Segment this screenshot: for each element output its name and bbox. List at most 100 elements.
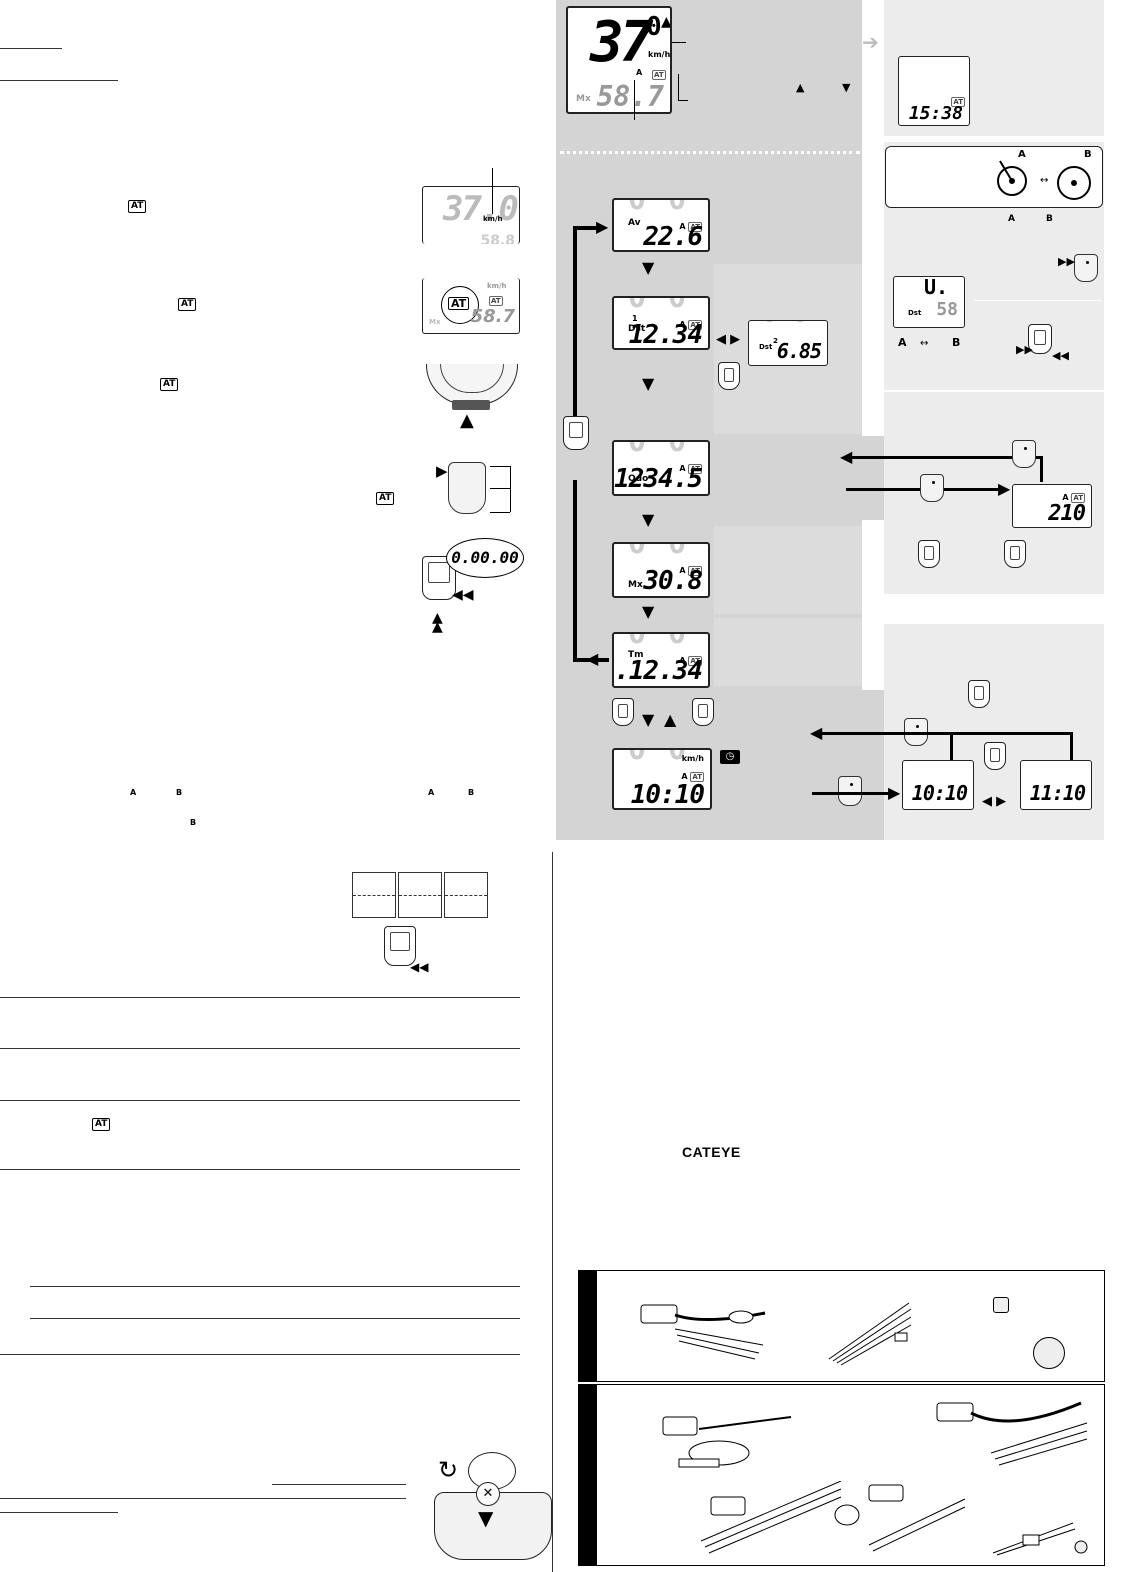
callout-line (678, 100, 688, 101)
arrow-left-right-icon: ◀ ▶ (716, 332, 741, 347)
auto-mode-badge: AT (652, 70, 666, 80)
clock-symbol-icon: ◷ (720, 750, 740, 764)
mode-value: 12.34 (628, 320, 703, 350)
mode-screen-dst: 0 0 1 Dst A AT 12.34 (612, 296, 710, 350)
wheel-switch-box: ↔ A B (885, 146, 1103, 208)
wheel-b-label: B (1084, 149, 1092, 160)
unit-icon (384, 926, 416, 966)
mode-value: 1234.5 (614, 464, 703, 494)
loop-line (573, 226, 601, 230)
wheel-a-icon: A (428, 788, 435, 797)
mode-button-icon (920, 474, 944, 502)
wheel-a-icon: A (130, 788, 137, 797)
mode-note-tm (714, 618, 862, 686)
mode-icons: A AT (679, 320, 702, 330)
parts-box-1 (578, 1270, 1105, 1382)
mode-label: Dst (759, 343, 773, 351)
auto-mode-badge: AT (160, 378, 179, 391)
swap-arrow-icon: ↔ (1040, 175, 1049, 186)
bracket-kit-illustration (662, 1416, 792, 1468)
text-underline (272, 1484, 406, 1485)
bracket-illustration (640, 1304, 766, 1360)
unit-icon (692, 698, 714, 726)
insert-arrow-icon: ▼ (478, 1506, 494, 1530)
mode-diagram-lower-panel (556, 690, 884, 840)
flow-line (850, 456, 1040, 459)
column-divider (552, 852, 553, 1572)
illus-unit: km/h (487, 282, 507, 290)
mode-label-index: 1 (632, 314, 638, 323)
callout-line (490, 466, 510, 467)
section-rule (0, 1354, 520, 1355)
mode-label: Mx (628, 580, 643, 590)
mode-icons: A AT (681, 772, 704, 782)
mode-value: 30.8 (643, 566, 703, 596)
fast-forward-icon: ▶▶ (1058, 255, 1075, 268)
callout-line (672, 42, 686, 43)
heading-underline (0, 48, 62, 49)
unit-icon (563, 416, 589, 450)
reset-value: 0.00.00 (451, 548, 519, 567)
section-rule (0, 1498, 406, 1499)
loop-line (573, 658, 609, 662)
panel-divider (974, 300, 1102, 301)
mode-icons: A AT (679, 656, 702, 666)
arrow-down-icon: ▼ (642, 510, 655, 529)
clock-set-value: 11:10 (1029, 781, 1086, 805)
callout-line (510, 466, 511, 512)
mode-label-index: 2 (773, 337, 778, 345)
illus-unit: km/h (483, 215, 503, 223)
main-display: 37 0 ▲ km/h AT A Mx 58.7 (566, 6, 672, 114)
wheel-b-icon: B (1046, 214, 1053, 224)
bicycle-b-icon (1057, 166, 1091, 200)
bicycle-a-icon (997, 160, 1027, 196)
auto-mode-badge: AT (128, 200, 147, 213)
flow-line (950, 732, 953, 760)
section-rule (0, 1048, 520, 1049)
light-arrow-right-icon: ➔ (862, 30, 879, 54)
mode-label: Tm (628, 650, 644, 660)
table-cell (444, 872, 488, 918)
arrow-down-icon: ▼ (642, 374, 655, 393)
mode-value: 6.85 (776, 339, 822, 363)
callout-line (490, 512, 510, 513)
battery-cover-illustration: ↻ ✕ ▼ (430, 1448, 558, 1564)
mode-button-icon (1074, 254, 1098, 282)
speed-unit: km/h (648, 50, 671, 59)
arrow-up-icon: ▲ (664, 710, 677, 729)
mode-label: Odo (628, 474, 649, 484)
switch-label: Dst (908, 309, 922, 317)
clock-display-small: AT 15:38 (898, 56, 970, 126)
wheel-a-label: A (1018, 149, 1026, 160)
wheel-b-icon: B (952, 336, 961, 349)
mode-screen-av: 0 0 Av A AT 22.6 (612, 198, 710, 252)
arrow-right-icon: ▶ (888, 783, 901, 802)
bracket-kit-illustration (700, 1481, 842, 1554)
arrow-down-icon: ▼ (642, 258, 655, 277)
section-rule (0, 997, 520, 998)
clock-unit: km/h (681, 754, 704, 763)
current-speed: 37 (590, 10, 653, 75)
mode-label: Dst (628, 324, 646, 334)
bracket-kit-illustration (936, 1401, 1088, 1466)
swap-arrow-icon: ↔ (920, 338, 929, 349)
arrow-left-icon: ◀ (586, 649, 599, 668)
reset-bubble: 0.00.00 (446, 538, 524, 578)
arrow-left-right-icon: ◀ ▶ (982, 794, 1007, 809)
mode-value: 22.6 (643, 222, 703, 252)
rewind-icon: ◀◀ (1052, 349, 1069, 362)
parts-tab (579, 1271, 597, 1381)
section-rule (0, 1169, 520, 1170)
odo-connector (714, 436, 884, 520)
table-cell (352, 872, 396, 918)
unit-icon (918, 540, 940, 568)
mode-icons: A AT (1062, 493, 1085, 503)
mode-screen-dst2: 0 0 Dst 2 6.85 (748, 320, 828, 366)
mode-label: Av (628, 218, 641, 228)
unit-icon (1028, 324, 1052, 354)
unit-icon (718, 362, 740, 390)
mode-screen-tm: 0 0 Tm A AT 0.12.34 (612, 632, 710, 688)
arrow-right-icon: ▶ (596, 217, 609, 236)
flow-line (1070, 732, 1073, 760)
ties-illustration (828, 1302, 912, 1366)
